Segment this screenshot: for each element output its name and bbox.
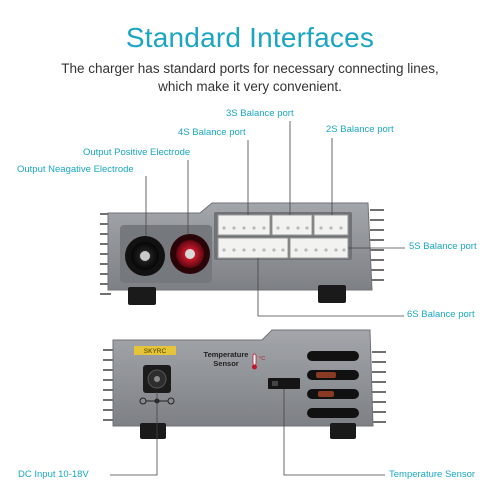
- sensor-text-line1: Temperature: [204, 350, 249, 359]
- label-6s-balance-port: 6S Balance port: [407, 309, 475, 320]
- label-output-positive: Output Positive Electrode: [83, 147, 191, 158]
- balance-port-2s: [313, 214, 349, 236]
- subtitle-line-1: The charger has standard ports for neces…: [61, 61, 439, 76]
- front-foot-left: [128, 287, 156, 305]
- sensor-text-line2: Sensor: [213, 359, 239, 368]
- label-2s-balance-port: 2S Balance port: [326, 124, 394, 135]
- front-panel: [100, 202, 384, 305]
- polarity-icon: [139, 397, 175, 405]
- page-title: Standard Interfaces: [125, 22, 375, 53]
- label-3s-balance-port: 3S Balance port: [226, 108, 294, 119]
- leader-lines: [110, 121, 405, 476]
- subtitle-line-2: which make it very convenient.: [158, 79, 342, 94]
- back-foot-right: [330, 423, 356, 439]
- sensor-unit: °C: [259, 356, 265, 362]
- brand-badge: [134, 346, 176, 355]
- page-subtitle: The charger has standard ports for neces…: [0, 60, 500, 96]
- temperature-sensor-port: [268, 378, 300, 389]
- label-temperature-sensor: Temperature Sensor: [389, 469, 476, 480]
- balance-port-6s: [217, 237, 289, 259]
- thermometer-icon: [252, 353, 257, 370]
- balance-port-3s: [271, 214, 313, 236]
- back-right-fins: [372, 351, 386, 423]
- balance-port-4s: [217, 214, 271, 236]
- balance-port-5s: [289, 237, 349, 259]
- label-4s-balance-port: 4S Balance port: [178, 127, 246, 138]
- back-panel: SKYRC Temperature Sensor °C: [103, 329, 386, 439]
- back-foot-left: [140, 423, 166, 439]
- front-right-fins: [370, 209, 384, 281]
- label-5s-balance-port: 5S Balance port: [409, 241, 477, 252]
- label-dc-input: DC Input 10-18V: [18, 469, 89, 480]
- brand-badge-text: SKYRC: [144, 348, 167, 355]
- label-output-negative: Output Neagative Electrode: [17, 164, 134, 175]
- front-foot-right: [318, 285, 346, 303]
